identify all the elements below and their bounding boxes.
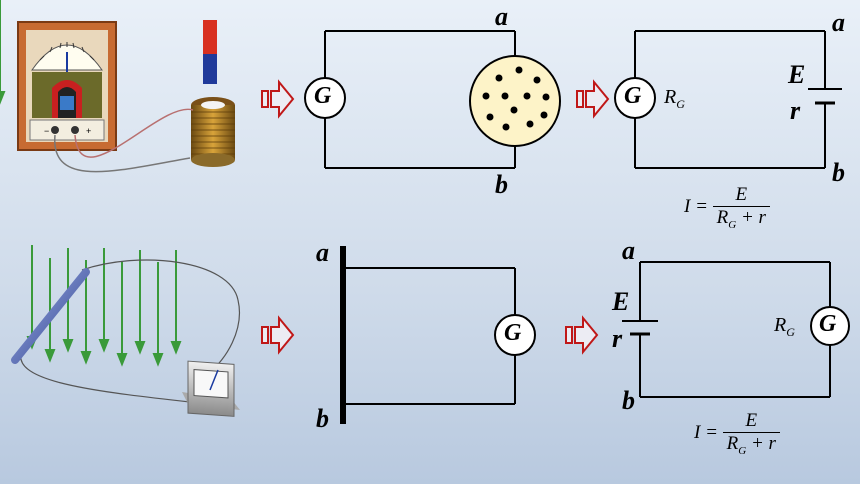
wire: [74, 108, 194, 158]
bar-magnet: [203, 20, 217, 84]
field-dots: [482, 66, 550, 131]
terminal-b-label: b: [832, 158, 845, 187]
galvanometer-resistance-label: RG: [664, 86, 685, 111]
circuit-coil-equivalent: [304, 30, 516, 169]
galvanometer-illustration: − +: [17, 21, 117, 151]
magnetic-field-region: [469, 55, 561, 147]
terminal-a-label: a: [316, 238, 329, 267]
wire: [81, 259, 240, 373]
wire: [20, 349, 191, 403]
terminal-a-label: a: [495, 2, 508, 31]
galvanometer-label: G: [624, 83, 642, 109]
galvanometer-label: G: [504, 320, 522, 346]
galvanometer-label: G: [314, 83, 332, 109]
terminal-b-label: b: [495, 170, 508, 199]
wire: [54, 134, 191, 173]
terminal-b-label: b: [622, 386, 635, 415]
meter-box: [182, 360, 240, 417]
arrow-icon: [565, 315, 599, 355]
magnetic-field-lines: [0, 0, 181, 365]
galvanometer-resistance-label: RG: [774, 314, 795, 339]
svg-text:+: +: [86, 126, 91, 136]
terminal-a-label: a: [622, 236, 635, 265]
circuit-equivalent-bottom: [622, 261, 850, 398]
terminal-b-label: b: [316, 404, 329, 433]
internal-resistance-label: r: [612, 324, 623, 353]
galvanometer-label: G: [819, 311, 837, 337]
arrow-icon: [261, 79, 295, 119]
emf-label: E: [788, 60, 806, 89]
arrow-icon: [261, 315, 295, 355]
coil-solenoid: [191, 97, 235, 167]
arrow-icon: [576, 79, 610, 119]
metal-rod: [11, 268, 90, 364]
terminal-a-label: a: [832, 8, 845, 37]
circuit-rod-equivalent: [340, 246, 536, 424]
circuit-equivalent-top: [614, 30, 842, 169]
emf-label: E: [612, 287, 630, 316]
internal-resistance-label: r: [790, 96, 801, 125]
svg-text:−: −: [44, 126, 49, 136]
